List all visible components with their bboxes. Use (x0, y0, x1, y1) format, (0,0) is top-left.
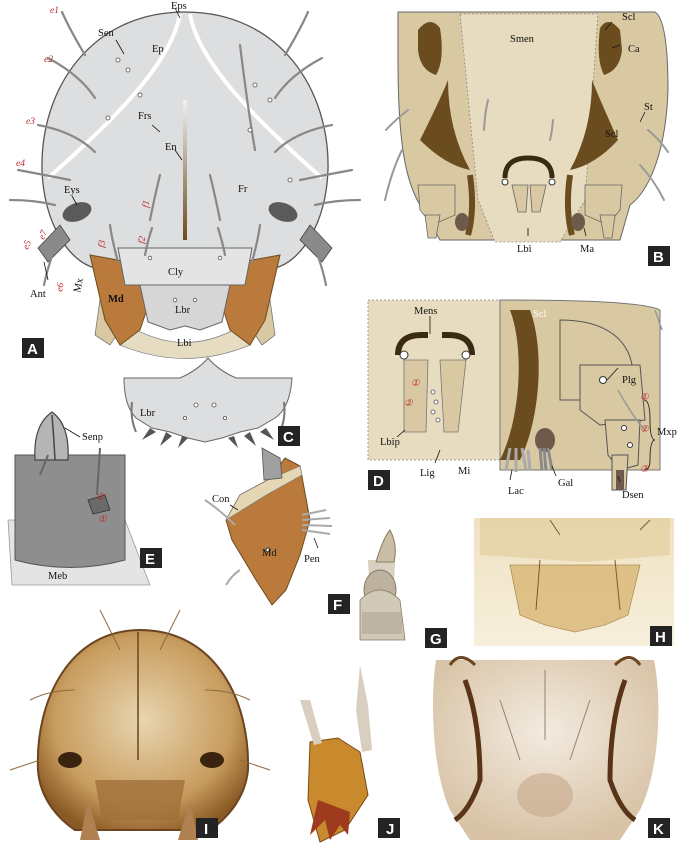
seta-e4: e4 (16, 159, 25, 169)
label-pen: Pen (304, 554, 321, 565)
labial-palp-seg-1: ① (411, 378, 420, 389)
label-lbi: Lbi (177, 338, 192, 349)
panel-h-labrum-photo (474, 518, 674, 646)
label-lbip: Lbip (380, 437, 400, 448)
label-eps: Eps (171, 1, 187, 12)
label-ep: Ep (152, 44, 164, 55)
label-mi: Mi (458, 466, 470, 477)
panel-letter-k: K (648, 818, 670, 838)
panel-c-labrum-drawing: Lbr (123, 357, 293, 448)
label-md: Md (108, 294, 124, 305)
palp-seg-3: ③ (640, 464, 649, 475)
label-mxp: Mxp (657, 427, 677, 438)
label-sen: Sen (98, 28, 115, 39)
label-lig: Lig (420, 468, 435, 479)
label-scl-mid: Scl (605, 129, 619, 140)
label-eys: Eys (64, 185, 80, 196)
label-gal: Gal (558, 478, 573, 489)
label-dsen: Dsen (622, 490, 644, 501)
svg-text:K: K (653, 821, 664, 838)
svg-text:I: I (204, 821, 208, 838)
panel-i-head-photo (9, 609, 271, 840)
label-scl-top: Scl (622, 12, 636, 23)
panel-g-antenna-photo (359, 529, 406, 641)
label-frs: Frs (138, 111, 151, 122)
palp-seg-1: ① (640, 392, 649, 403)
panel-j-mandible-photo (300, 665, 372, 843)
palp-seg-2: ② (640, 424, 649, 435)
label-cly: Cly (168, 267, 184, 278)
seta-e2: e2 (44, 55, 53, 65)
panel-letter-e: E (140, 548, 162, 568)
label-st: St (644, 102, 653, 113)
label-scl-d: Scl (533, 309, 547, 320)
label-fr: Fr (238, 184, 248, 195)
svg-text:G: G (430, 631, 442, 648)
label-lac: Lac (508, 486, 524, 497)
seta-e3: e3 (26, 117, 35, 127)
label-smen: Smen (510, 34, 535, 45)
label-lbi-b: Lbi (517, 244, 532, 255)
panel-b-ventral-drawing: Smen Scl Ca St Scl Lbi Ma (384, 11, 669, 255)
seta-f2: f2 (136, 235, 148, 244)
panel-letter-j: J (378, 818, 400, 838)
panel-letter-c: C (278, 426, 300, 446)
label-mens: Mens (414, 306, 437, 317)
panel-letter-b: B (648, 246, 670, 266)
panel-letter-a: A (22, 338, 44, 358)
seta-e1: e1 (50, 6, 59, 16)
panel-letter-i: I (196, 818, 218, 838)
svg-text:J: J (386, 821, 394, 838)
panel-e-antenna-drawing: Senp Meb ① ② (7, 411, 151, 586)
label-md-f: Md (262, 548, 277, 559)
antenna-seg-2: ② (96, 492, 105, 503)
label-con: Con (212, 494, 230, 505)
panel-letter-f: F (328, 594, 350, 614)
seta-e5: e5 (21, 239, 34, 251)
svg-text:A: A (27, 341, 38, 358)
svg-text:B: B (653, 249, 664, 266)
panel-letter-d: D (368, 470, 390, 490)
label-ca: Ca (628, 44, 640, 55)
panel-a-head-drawing: Eps Sen Ep Frs En Fr Eys Cly Md Lbr Lbi … (8, 1, 362, 359)
panel-k-ventral-photo (432, 656, 659, 840)
panel-f-mandible-drawing: Con Md Pen (204, 447, 333, 606)
panel-d-labium-detail-drawing: Mens Scl Plg Lbip Lig Mi Lac Gal Mxp Dse… (367, 299, 677, 501)
seta-f3: f3 (96, 239, 108, 248)
seta-f1: f1 (140, 199, 152, 208)
label-plg: Plg (622, 375, 637, 386)
label-ant: Ant (30, 289, 46, 300)
svg-text:F: F (333, 597, 342, 614)
labial-palp-seg-2: ② (404, 398, 413, 409)
label-senp: Senp (82, 432, 103, 443)
panel-letter-g: G (425, 628, 447, 648)
label-lbr: Lbr (175, 305, 191, 316)
svg-text:E: E (145, 551, 155, 568)
label-meb: Meb (48, 571, 67, 582)
antenna-seg-1: ① (98, 514, 107, 525)
label-lbr-c: Lbr (140, 408, 156, 419)
panel-letter-h: H (650, 626, 672, 646)
svg-text:D: D (373, 473, 384, 490)
svg-text:C: C (283, 429, 294, 446)
label-ma: Ma (580, 244, 594, 255)
seta-e6: e6 (55, 282, 66, 293)
label-en: En (165, 142, 177, 153)
label-mx: Mx (72, 276, 86, 293)
svg-text:H: H (655, 629, 666, 646)
